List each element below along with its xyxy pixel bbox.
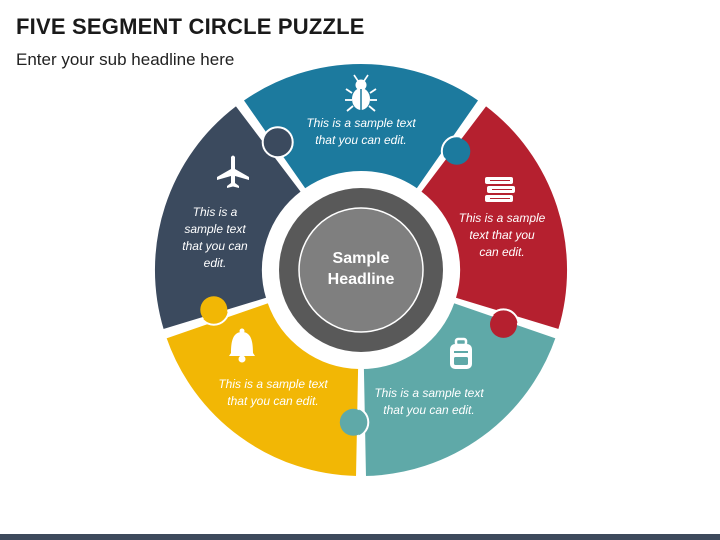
segment-top-knob-fill (443, 137, 471, 165)
segment-right-knob-fill (490, 310, 517, 338)
segment-text-bottom-right: This is a sample text that you can edit. (374, 386, 484, 417)
slide-title: FIVE SEGMENT CIRCLE PUZZLE (16, 14, 365, 39)
segment-bottom-left (164, 300, 361, 479)
center-headline-line2: Headline (327, 271, 395, 288)
segment-text-bottom-left: This is a sample text that you can edit. (218, 377, 328, 408)
segment-left-knob-fill (264, 128, 292, 156)
segment-text-left: This is a sample text that you can edit. (182, 205, 248, 270)
backpack-icon (450, 337, 472, 369)
center-headline-line1: Sample (332, 250, 390, 267)
bug-icon (345, 74, 377, 112)
bottom-bar (0, 534, 720, 540)
segment-text-right: This is a sample text that you can edit. (458, 211, 546, 259)
segment-bottom-right-knob-fill (339, 408, 367, 436)
bell-icon (229, 328, 255, 363)
segment-top (241, 61, 481, 191)
center-headline: Sample Headline (301, 248, 421, 290)
segment-bottom-right (361, 300, 558, 479)
segment-left (152, 103, 304, 332)
segment-bottom-left-knob-fill (200, 296, 228, 324)
slide-subtitle: Enter your sub headline here (16, 50, 235, 69)
segment-text-top: This is a sample text that you can edit. (306, 116, 416, 147)
airplane-icon (217, 155, 249, 188)
center-inner-circle (298, 207, 424, 333)
books-icon (485, 177, 515, 202)
